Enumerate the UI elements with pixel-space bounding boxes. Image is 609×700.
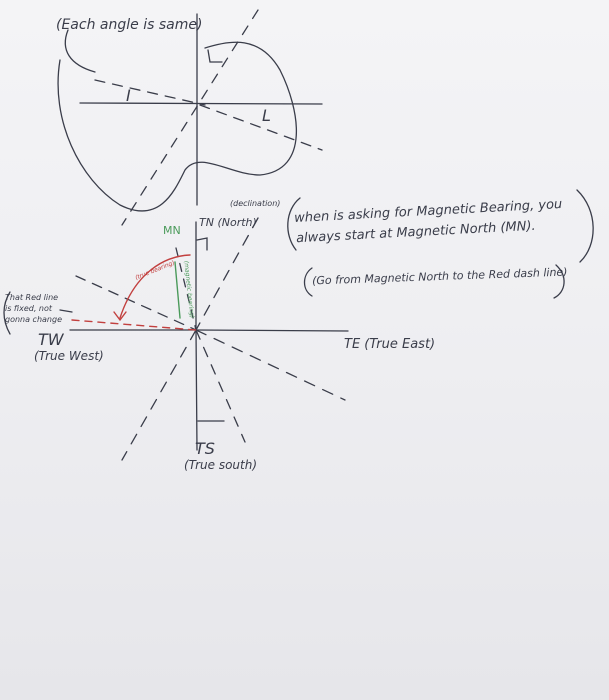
tw-callout <box>59 309 73 313</box>
declination-line-lower <box>121 329 197 461</box>
upper-dashed-right <box>199 104 323 151</box>
west-ray <box>75 275 197 331</box>
bearing-arc <box>119 254 191 319</box>
red-line-note-2: is fixed, not <box>5 304 53 313</box>
explain-bracket-left <box>287 197 301 251</box>
explain-bracket-right-2 <box>553 264 565 299</box>
true-east-line <box>195 329 349 332</box>
magnetic-north-dash <box>175 247 197 331</box>
upper-dashed-diagonal <box>121 9 259 226</box>
mn-label: MN <box>163 224 181 237</box>
magnetic-south-dash <box>195 329 246 443</box>
explain-bracket-right <box>576 189 594 263</box>
upper-angle-mark <box>207 49 223 63</box>
red-dash-line <box>71 319 197 331</box>
red-line-note-1: That Red line <box>5 293 59 302</box>
tw-label: TW <box>38 330 64 349</box>
explain-bracket-left-2 <box>303 267 313 297</box>
declination-line <box>195 217 259 331</box>
ts-subtitle: (True south) <box>184 458 258 472</box>
each-angle-note: (Each angle is same) <box>56 17 203 33</box>
tn-label: TN (North) <box>199 216 257 229</box>
magnetic-east-dash <box>195 329 346 401</box>
upper-i-symbol: I <box>126 86 131 105</box>
upper-loop-shape <box>57 41 298 212</box>
arrow-to-sketch <box>64 29 96 73</box>
declination-label: (declination) <box>230 199 281 208</box>
upper-dashed-left <box>94 79 206 106</box>
tw-subtitle: (True West) <box>34 349 104 363</box>
red-line-note-3: gonna change <box>5 315 62 324</box>
te-label: TE (True East) <box>344 337 436 352</box>
bearing-arrow-head <box>113 311 127 322</box>
tn-angle-mark <box>196 237 208 251</box>
magnetic-bearing-bracket <box>174 261 181 319</box>
ts-label: TS <box>195 439 215 458</box>
red-note-bracket-left <box>3 291 11 335</box>
true-south-line <box>195 329 198 451</box>
upper-l-symbol: L <box>262 106 271 125</box>
